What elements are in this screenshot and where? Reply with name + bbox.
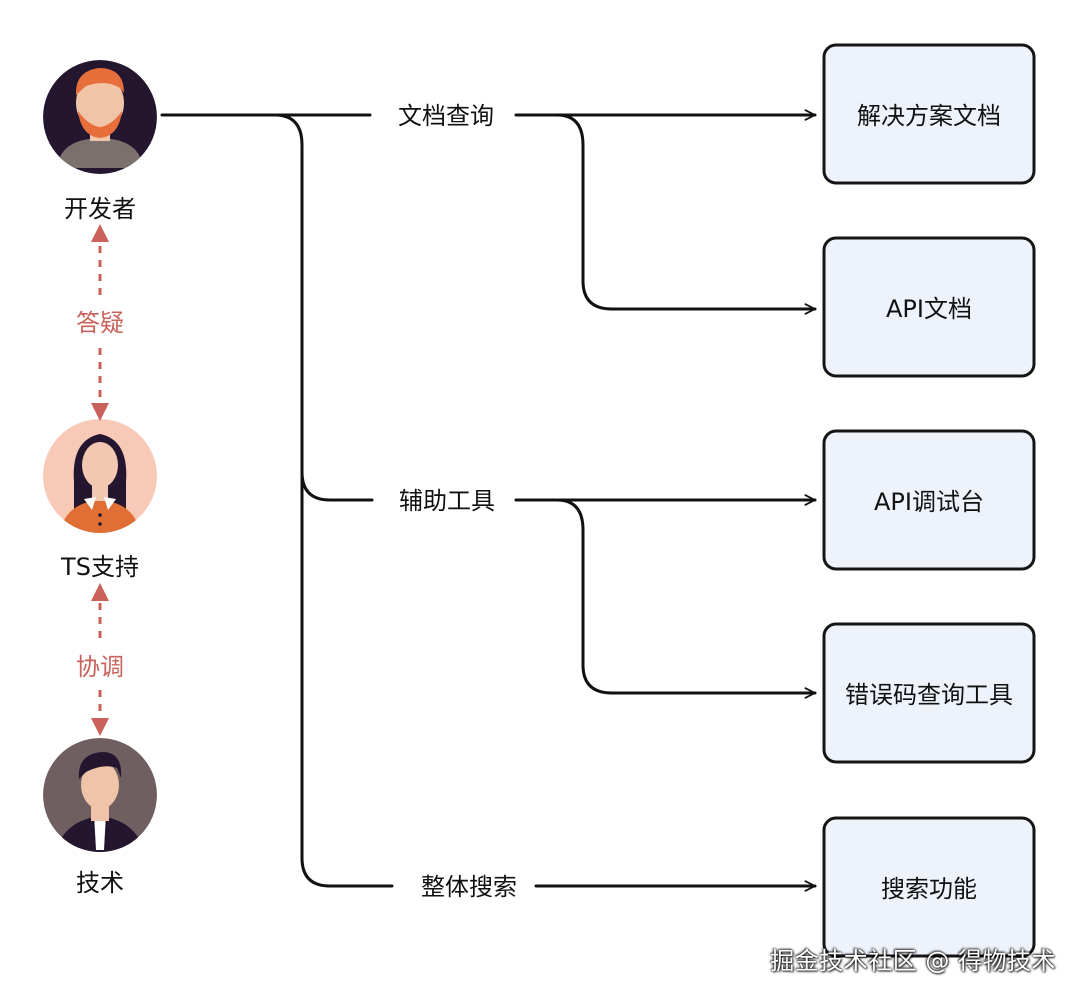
target-box-search-feature	[822, 816, 1036, 958]
watermark-text: 掘金技术社区 @ 得物技术	[770, 947, 1056, 975]
developer-connectors	[160, 113, 394, 888]
target-box-error-code-tool	[822, 622, 1036, 764]
coordinate-label: 协调	[76, 653, 124, 681]
api-docs-label: API文档	[886, 295, 972, 323]
tools-connectors	[514, 494, 817, 699]
error-code-tool-label: 错误码查询工具	[845, 681, 1013, 709]
api-console-label: API调试台	[874, 488, 984, 516]
tech-label: 技术	[76, 869, 124, 897]
tools-label: 辅助工具	[399, 487, 495, 515]
ts-support-avatar	[43, 419, 157, 533]
ts-support-label: TS支持	[60, 553, 139, 581]
doc-query-connectors	[514, 109, 817, 315]
developer-label: 开发者	[64, 195, 136, 223]
answer-label: 答疑	[76, 309, 124, 337]
tech-avatar	[43, 738, 157, 852]
search-feature-label: 搜索功能	[881, 875, 977, 903]
developer-avatar	[43, 60, 157, 174]
target-box-api-console	[822, 429, 1036, 571]
search-label: 整体搜索	[421, 873, 517, 901]
doc-query-label: 文档查询	[398, 102, 494, 130]
target-box-api-docs	[822, 236, 1036, 378]
target-box-solution-docs	[822, 43, 1036, 185]
solution-docs-label: 解决方案文档	[857, 102, 1001, 130]
